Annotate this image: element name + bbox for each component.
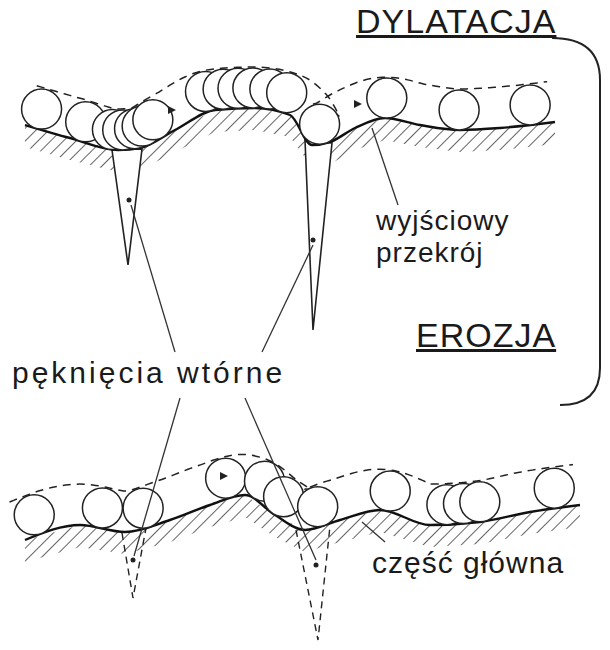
- crack-dashed: [122, 528, 146, 598]
- leader-line: [362, 522, 385, 542]
- dot: [314, 563, 319, 568]
- crack-dashed: [296, 526, 330, 640]
- grain: [14, 495, 54, 535]
- leader-line: [245, 398, 316, 560]
- grain: [267, 73, 307, 113]
- grain: [460, 482, 500, 522]
- crack: [112, 149, 142, 265]
- grain: [300, 104, 340, 144]
- grain: [82, 488, 122, 528]
- rock-dilatation: [22, 67, 555, 330]
- motion-arrow: [168, 106, 176, 114]
- leader-line: [134, 398, 180, 556]
- grain: [22, 89, 62, 129]
- cracks-label: pęknięcia wtórne: [12, 356, 372, 391]
- grain: [298, 487, 338, 527]
- grain: [206, 458, 246, 498]
- motion-arrow: [220, 472, 228, 480]
- section-heading: EROZJA: [416, 316, 586, 355]
- grain: [439, 90, 479, 130]
- leader-line: [262, 245, 313, 352]
- bracket: [552, 38, 600, 405]
- section-heading: DYLATACJA: [356, 2, 586, 41]
- leader-lines: [131, 128, 398, 560]
- dot: [127, 198, 132, 203]
- dot: [131, 558, 136, 563]
- dot: [311, 238, 316, 243]
- grain: [510, 85, 550, 125]
- grain: [534, 468, 574, 508]
- leader-line: [131, 205, 175, 352]
- leader-line: [372, 128, 398, 205]
- crack: [305, 140, 332, 330]
- grain: [133, 100, 173, 140]
- profile-label: wyjściowy przekrój: [376, 205, 546, 269]
- motion-arrow: [354, 100, 362, 108]
- grain: [370, 471, 410, 511]
- grain: [367, 78, 407, 118]
- main-part-label: część główna: [372, 546, 597, 581]
- grain: [123, 488, 163, 528]
